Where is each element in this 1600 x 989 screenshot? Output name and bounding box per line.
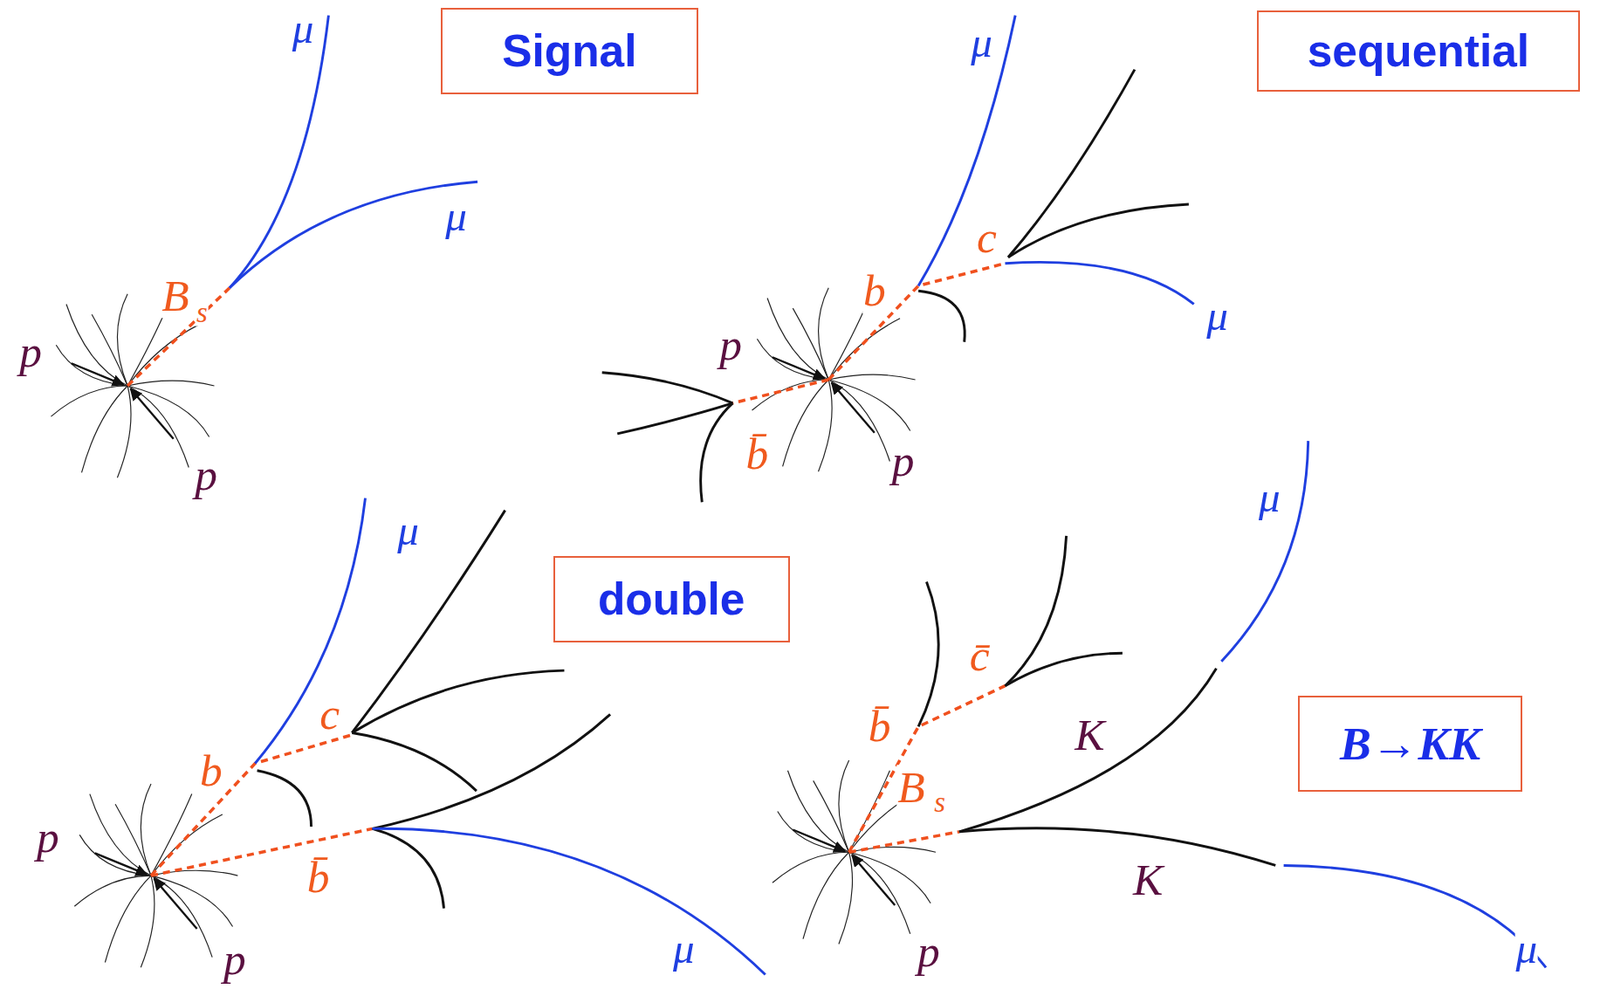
- proton-label: p: [222, 936, 248, 982]
- signal-panel: [50, 15, 478, 479]
- muon-label: μ: [672, 927, 696, 971]
- subscript-label: s: [195, 297, 209, 327]
- title-box: Signal: [440, 7, 699, 94]
- quark-label: c̄: [968, 632, 991, 678]
- quark-label: b: [862, 267, 887, 313]
- title-box: B→KK: [1297, 695, 1523, 792]
- muon-label: μ: [444, 194, 468, 238]
- muon-label: μ: [969, 21, 994, 65]
- muon-label: μ: [1205, 295, 1230, 338]
- title-box: double: [553, 556, 790, 643]
- quark-label: b: [199, 748, 224, 793]
- muon-label: μ: [396, 508, 420, 552]
- proton-label: p: [193, 452, 219, 497]
- proton-label: p: [718, 322, 743, 367]
- muon-label: μ: [1515, 927, 1539, 971]
- proton-label: p: [916, 928, 941, 974]
- kaon-label: K: [1073, 712, 1106, 757]
- particle-label: B: [160, 273, 190, 318]
- box-title: B→KK: [1339, 718, 1481, 770]
- box-title: sequential: [1307, 26, 1530, 76]
- box-title: double: [597, 574, 746, 625]
- title-box: sequential: [1256, 10, 1580, 93]
- quark-label: c: [975, 215, 998, 261]
- quark-label: c: [318, 692, 341, 737]
- subscript-label: s: [933, 787, 947, 817]
- proton-label: p: [18, 329, 43, 375]
- proton-label: p: [35, 814, 61, 859]
- quark-label: b̄: [306, 855, 331, 900]
- quark-label: b̄: [867, 704, 893, 749]
- bkk-panel: [772, 440, 1546, 968]
- muon-label: μ: [291, 6, 316, 50]
- muon-label: μ: [1257, 476, 1282, 520]
- quark-label: b̄: [745, 431, 770, 476]
- box-title: Signal: [501, 26, 637, 76]
- kaon-label: K: [1132, 857, 1164, 902]
- proton-label: p: [891, 439, 916, 484]
- particle-label: B: [896, 765, 926, 811]
